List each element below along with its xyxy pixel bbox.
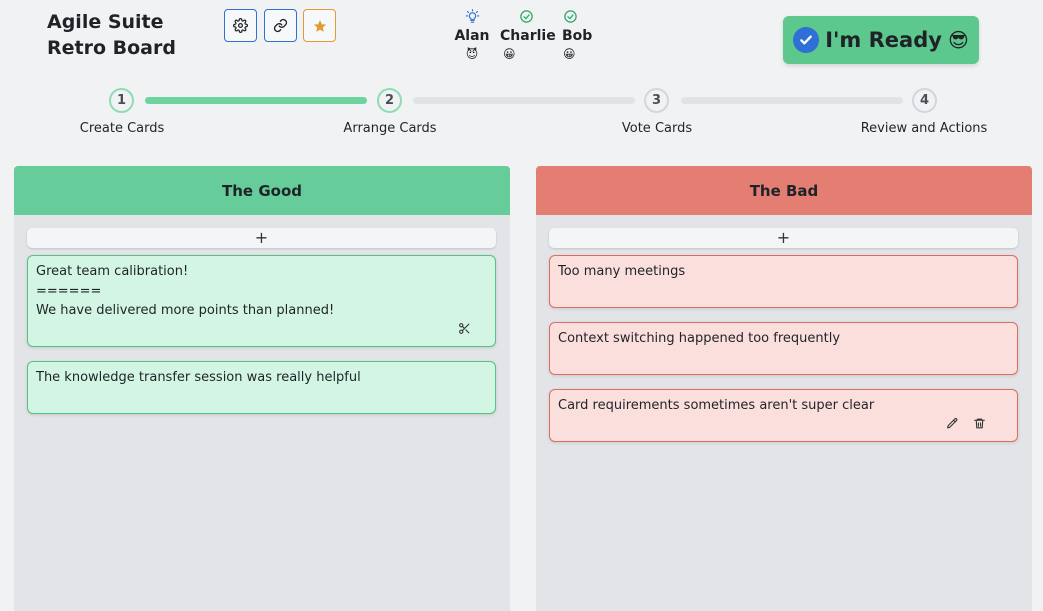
card-text-line: ====== xyxy=(36,283,102,299)
column-title: The Good xyxy=(14,166,510,215)
column-the-good: The Good + Great team calibration! =====… xyxy=(14,166,510,611)
card[interactable]: Context switching happened too frequentl… xyxy=(549,322,1018,375)
ready-button-label: I'm Ready xyxy=(825,28,942,52)
check-circle-icon xyxy=(564,10,577,23)
step-2[interactable]: 2 xyxy=(377,88,402,113)
ready-button[interactable]: I'm Ready 😎 xyxy=(783,16,979,64)
card-text-line: Too many meetings xyxy=(558,264,686,279)
step-3-label: Vote Cards xyxy=(621,121,693,136)
step-connector-3 xyxy=(681,97,903,104)
card-text-line: The knowledge transfer session was reall… xyxy=(36,370,361,385)
step-1[interactable]: 1 xyxy=(109,88,134,113)
link-icon xyxy=(273,18,288,33)
card-text-line: We have delivered more points than plann… xyxy=(36,303,335,318)
board-title: Agile Suite Retro Board xyxy=(47,11,176,59)
card[interactable]: The knowledge transfer session was reall… xyxy=(27,361,496,414)
gear-icon xyxy=(233,18,248,33)
check-circle-icon xyxy=(519,10,533,23)
card[interactable]: Card requirements sometimes aren't super… xyxy=(549,389,1018,442)
participant-name: Bob xyxy=(562,28,593,44)
copy-link-button[interactable] xyxy=(264,9,297,42)
column-the-bad: The Bad + Too many meetings Context swit… xyxy=(536,166,1032,611)
pencil-icon[interactable] xyxy=(946,417,959,430)
participant-emoji: 😀 xyxy=(563,47,576,61)
participant-name: Charlie xyxy=(500,28,556,44)
step-3[interactable]: 3 xyxy=(644,88,669,113)
trash-icon[interactable] xyxy=(973,417,986,430)
card-text-line: Card requirements sometimes aren't super… xyxy=(558,398,875,413)
participant-emoji: 😈 xyxy=(465,47,479,61)
add-card-button[interactable]: + xyxy=(27,228,496,248)
card-text-line: Context switching happened too frequentl… xyxy=(558,331,841,346)
settings-button[interactable] xyxy=(224,9,257,42)
lightbulb-icon xyxy=(465,9,479,23)
participant-emoji: 😀 xyxy=(503,47,516,61)
participant-bob: Bob 😀 xyxy=(562,9,592,62)
step-4[interactable]: 4 xyxy=(912,88,937,113)
add-card-button[interactable]: + xyxy=(549,228,1018,248)
card[interactable]: Too many meetings xyxy=(549,255,1018,308)
step-4-label: Review and Actions xyxy=(860,121,988,136)
step-2-label: Arrange Cards xyxy=(343,121,437,136)
participant-name: Alan xyxy=(454,28,490,44)
participant-alan: Alan 😈 xyxy=(450,9,494,62)
star-icon xyxy=(313,19,326,32)
step-connector-1 xyxy=(145,97,367,104)
card-text-line: Great team calibration! xyxy=(36,264,189,279)
participant-charlie: Charlie 😀 xyxy=(500,9,556,62)
ready-emoji: 😎 xyxy=(947,28,969,52)
scissors-icon[interactable] xyxy=(458,322,471,335)
favorite-button[interactable] xyxy=(303,9,336,42)
column-title: The Bad xyxy=(536,166,1032,215)
check-icon xyxy=(793,27,820,53)
step-connector-2 xyxy=(413,97,635,104)
card[interactable]: Great team calibration! ====== We have d… xyxy=(27,255,496,347)
step-1-label: Create Cards xyxy=(79,121,165,136)
